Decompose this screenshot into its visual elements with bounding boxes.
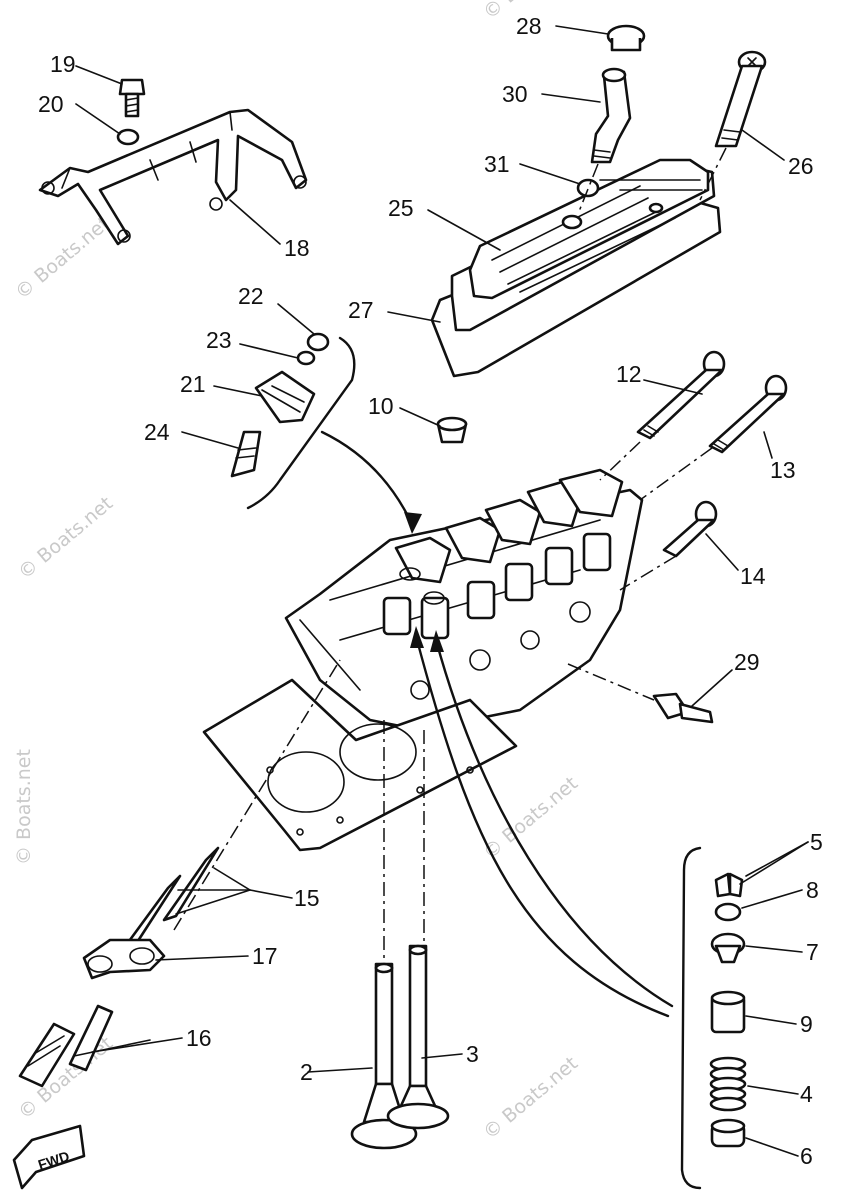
spring-seat-part-9	[710, 990, 746, 1034]
push-rod-part-15	[122, 846, 220, 950]
long-bolt-part-26	[714, 50, 767, 148]
bolt-part-12	[636, 350, 726, 440]
label-13: 13	[770, 457, 796, 483]
label-2: 2	[300, 1059, 313, 1085]
watermark-text: © Boats.net	[11, 212, 114, 303]
valve-spring-part-4	[709, 1056, 747, 1112]
label-21: 21	[180, 371, 206, 397]
forward-indicator: FWD	[12, 1124, 86, 1190]
center-line	[577, 163, 599, 215]
valve-part-2	[350, 962, 418, 1150]
part-labels: 19 20 18 28 30 31 26 25 27 22 23 21 24 1…	[38, 13, 823, 1169]
washer-part-23	[296, 350, 316, 366]
label-23: 23	[206, 327, 232, 353]
bolt-part-13	[708, 374, 788, 454]
breather-pipe-part-30	[590, 67, 632, 164]
label-31: 31	[484, 151, 510, 177]
label-10: 10	[368, 393, 394, 419]
cylinder-head-body	[284, 468, 644, 732]
o-ring-part-31	[576, 178, 600, 198]
label-14: 14	[740, 563, 766, 589]
label-9: 9	[800, 1011, 813, 1037]
group-bracket-21-24	[246, 336, 356, 510]
cap-part-28	[606, 24, 646, 52]
collet-part-5	[714, 872, 744, 898]
watermark-text: © Boats.net	[479, 1052, 582, 1143]
bolt-part-19	[118, 78, 146, 118]
label-17: 17	[252, 943, 278, 969]
label-18: 18	[284, 235, 310, 261]
label-19: 19	[50, 51, 76, 77]
sensor-part-29	[652, 692, 714, 724]
center-line	[173, 659, 341, 931]
valve-arrow-curve	[414, 634, 670, 1018]
label-27: 27	[348, 297, 374, 323]
arrow-curve	[320, 430, 412, 522]
label-28: 28	[516, 13, 542, 39]
center-line	[619, 555, 677, 591]
washer-part-6	[710, 1118, 746, 1148]
label-15: 15	[294, 885, 320, 911]
watermark-text: © Boats.net	[14, 492, 117, 583]
label-25: 25	[388, 195, 414, 221]
retainer-part-7	[710, 932, 746, 964]
head-gasket	[202, 678, 518, 852]
label-26: 26	[788, 153, 814, 179]
center-line	[699, 147, 727, 201]
label-30: 30	[502, 81, 528, 107]
valve-arrow-curve	[434, 638, 674, 1008]
link-part-17	[82, 938, 166, 980]
label-12: 12	[616, 361, 642, 387]
label-20: 20	[38, 91, 64, 117]
center-line	[599, 441, 641, 481]
label-16: 16	[186, 1025, 212, 1051]
leader-lines	[73, 25, 809, 1157]
stud-part-24	[230, 430, 262, 478]
label-22: 22	[238, 283, 264, 309]
watermark-text: © Boats.net	[13, 749, 35, 865]
watermark-text: © Boats.net	[479, 772, 582, 863]
label-5: 5	[810, 829, 823, 855]
group-bracket-valve-parts	[680, 846, 702, 1190]
label-8: 8	[806, 877, 819, 903]
nut-part-22	[306, 332, 330, 352]
plate-part-21	[254, 370, 316, 424]
center-line	[567, 663, 655, 701]
seal-part-8	[714, 902, 742, 922]
arrow-head	[430, 630, 444, 652]
label-29: 29	[734, 649, 760, 675]
center-line	[639, 447, 713, 501]
washer-part-20	[116, 128, 140, 146]
arrow-head	[404, 512, 422, 534]
label-6: 6	[800, 1143, 813, 1169]
valve-part-3	[386, 944, 450, 1130]
label-3: 3	[466, 1041, 479, 1067]
plug-part-10	[436, 416, 468, 444]
arrow-head	[410, 626, 424, 648]
label-24: 24	[144, 419, 170, 445]
rocker-cover-part-25	[430, 158, 722, 378]
label-4: 4	[800, 1081, 813, 1107]
label-7: 7	[806, 939, 819, 965]
rocker-bracket-part-18	[38, 108, 308, 246]
bolt-part-14	[662, 500, 718, 558]
